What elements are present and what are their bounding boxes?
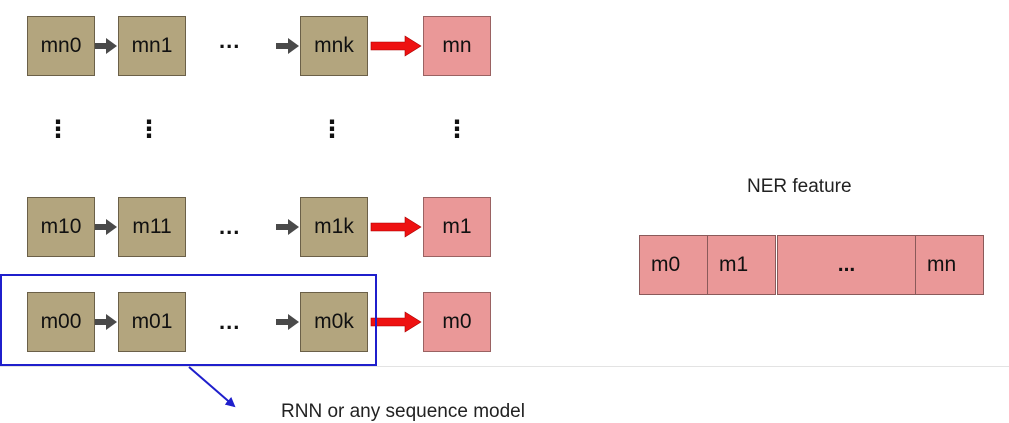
cell-m1k: m1k (300, 197, 368, 257)
ner-title: NER feature (747, 176, 852, 197)
cell-mnk: mnk (300, 16, 368, 76)
rnn-label: RNN or any sequence model (281, 401, 525, 422)
arrow-m0k-in (276, 314, 299, 330)
ner-cell-mn: mn (915, 235, 984, 295)
vertical-ellipsis-col2: ⋮ (137, 116, 161, 143)
row-1-ellipsis: ... (219, 214, 241, 239)
output-m0: m0 (423, 292, 491, 352)
arrow-m1k-in (276, 219, 299, 235)
rnn-highlight-box (0, 274, 377, 366)
row-0-ellipsis: ... (219, 309, 241, 334)
output-arrow-0 (370, 311, 422, 333)
vertical-ellipsis-col1: ⋮ (46, 116, 70, 143)
rnn-pointer-arrow (188, 366, 236, 408)
ner-cell-ellipsis: ... (777, 235, 916, 295)
arrow-mnk-in (276, 38, 299, 54)
arrow-mn0-mn1 (95, 38, 117, 54)
arrow-m00-m01 (95, 314, 117, 330)
output-mn: mn (423, 16, 491, 76)
output-m1: m1 (423, 197, 491, 257)
cell-m01: m01 (118, 292, 186, 352)
ner-cell-m0: m0 (639, 235, 708, 295)
vertical-ellipsis-col4: ⋮ (445, 116, 469, 143)
arrow-m10-m11 (95, 219, 117, 235)
cell-mn1: mn1 (118, 16, 186, 76)
row-n-ellipsis: ... (219, 28, 241, 53)
output-arrow-n (370, 35, 422, 57)
output-arrow-1 (370, 216, 422, 238)
cell-mn0: mn0 (27, 16, 95, 76)
vertical-ellipsis-col3: ⋮ (320, 116, 344, 143)
cell-m11: m11 (118, 197, 186, 257)
cell-m0k: m0k (300, 292, 368, 352)
divider-line (0, 366, 1009, 367)
cell-m10: m10 (27, 197, 95, 257)
cell-m00: m00 (27, 292, 95, 352)
ner-cell-m1: m1 (707, 235, 776, 295)
